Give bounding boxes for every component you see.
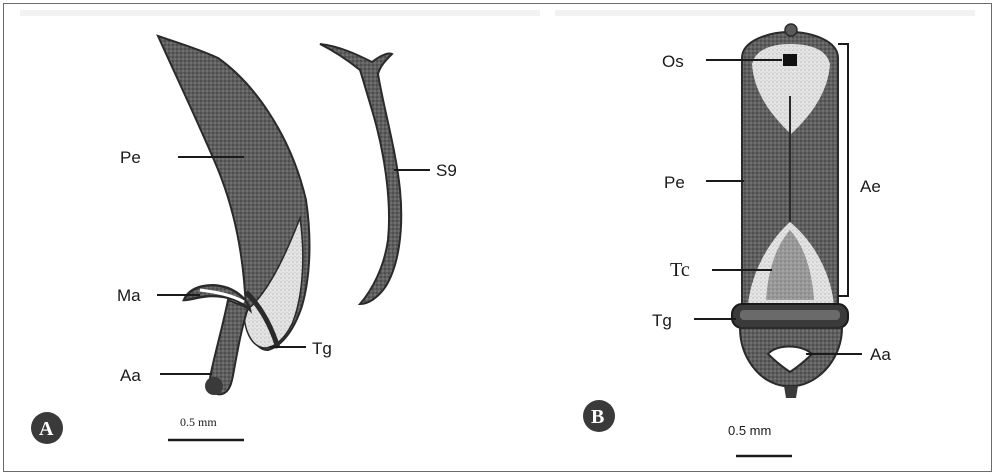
label-os: Os (662, 52, 684, 71)
label-pe-a: Pe (120, 148, 141, 167)
scale-text-a: 0.5 mm (180, 415, 217, 429)
panel-badge-a-text: A (39, 418, 54, 440)
ostium-mark (783, 54, 797, 66)
label-pe-b: Pe (664, 173, 685, 192)
panel-b-top-band (555, 10, 975, 16)
anterior-apodeme-stub (784, 386, 798, 398)
label-ma: Ma (117, 286, 141, 305)
label-aa-b: Aa (870, 345, 891, 364)
panel-a-top-band (20, 10, 540, 16)
label-tg-a: Tg (312, 339, 332, 358)
anterior-apodeme-tip (205, 377, 223, 395)
scale-text-b: 0.5 mm (728, 423, 771, 438)
sternite-9-shape (320, 44, 401, 304)
aedeagus-bracket (838, 44, 848, 296)
panel-b: Os Pe Ae Tc Tg Aa 0.5 mm B (583, 24, 891, 456)
label-s9: S9 (436, 161, 457, 180)
label-ae: Ae (860, 177, 881, 196)
panel-badge-b-text: B (591, 406, 604, 428)
tegmen-ring-inner (740, 310, 840, 320)
apical-nub (785, 24, 797, 36)
panel-a: Pe S9 Ma Aa Tg 0.5 mm A (31, 36, 457, 444)
label-aa-a: Aa (120, 366, 141, 385)
label-tc: Tc (670, 259, 690, 281)
label-tg-b: Tg (652, 311, 672, 330)
